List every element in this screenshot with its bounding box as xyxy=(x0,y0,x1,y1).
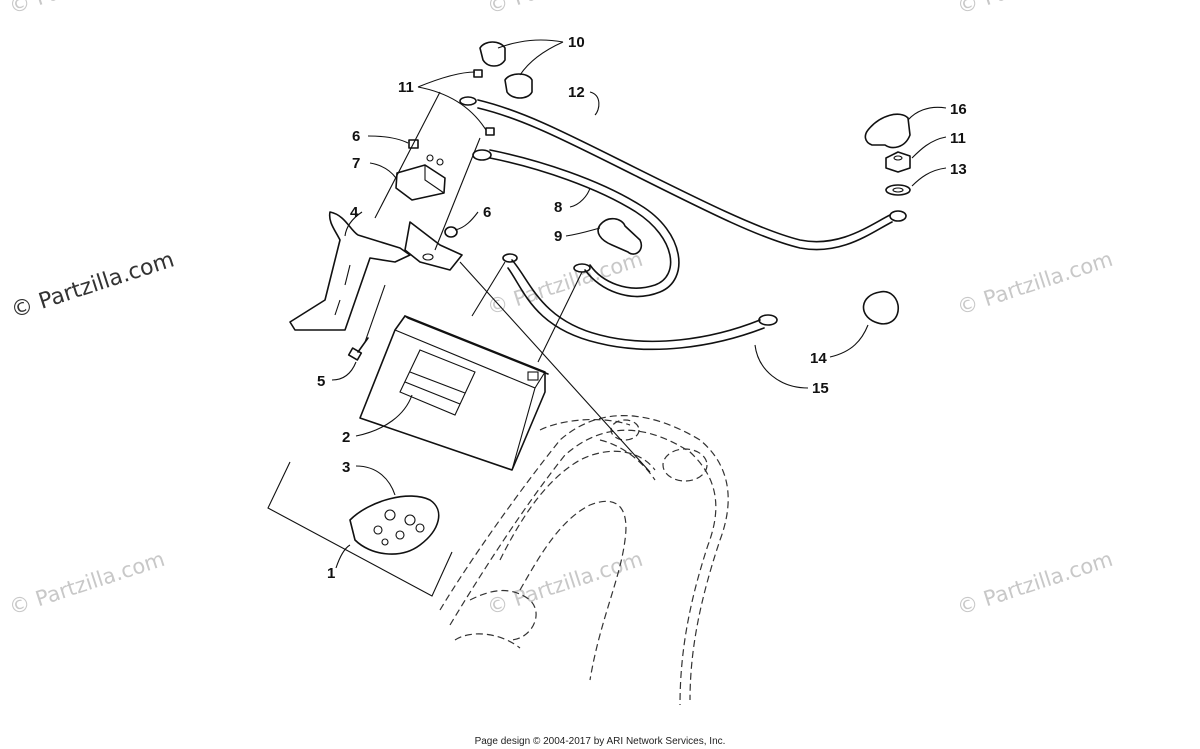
kit-bracket-lines xyxy=(267,461,453,597)
callout-15: 15 xyxy=(812,380,829,397)
vehicle-body-outline xyxy=(439,415,729,706)
part-6-nut-right xyxy=(444,226,458,238)
watermark: © Partzilla.com xyxy=(484,0,646,19)
part-16-terminal-boot xyxy=(864,113,911,149)
callout-2: 2 xyxy=(342,429,350,446)
callout-12: 12 xyxy=(568,84,585,101)
leader-lines xyxy=(331,39,947,569)
callout-16: 16 xyxy=(950,101,967,118)
callouts: 10 11 12 6 7 4 6 8 9 16 11 13 14 15 5 2 … xyxy=(317,34,967,582)
part-3-hardware-kit xyxy=(349,495,440,555)
callout-10: 10 xyxy=(568,34,585,51)
callout-4: 4 xyxy=(350,204,359,221)
part-7-relay-solenoid xyxy=(395,154,446,201)
part-6-nut-left xyxy=(408,139,419,149)
part-2-battery xyxy=(359,315,549,471)
part-9-terminal-boot xyxy=(597,217,643,255)
callout-13: 13 xyxy=(950,161,967,178)
watermark: © Partzilla.com xyxy=(954,247,1116,320)
watermark: © Partzilla.com xyxy=(954,547,1116,620)
watermark: © Partzilla.com xyxy=(6,0,168,19)
part-10-terminal-boots xyxy=(479,41,533,99)
callout-1: 1 xyxy=(327,565,335,582)
callout-6-right: 6 xyxy=(483,204,491,221)
part-15-cable xyxy=(502,253,778,351)
part-8-cable xyxy=(472,149,680,298)
watermark: © Partzilla.com xyxy=(6,547,168,620)
part-13-lock-washer xyxy=(885,184,911,196)
callout-14: 14 xyxy=(810,350,827,367)
watermark: © Partzilla.com xyxy=(484,547,646,620)
callout-9: 9 xyxy=(554,228,562,245)
part-4-battery-bracket xyxy=(289,211,463,331)
callout-11-right: 11 xyxy=(950,130,966,147)
callout-6: 6 xyxy=(352,128,360,145)
watermark-main: © Partzilla.com xyxy=(8,247,177,323)
callout-7: 7 xyxy=(352,155,360,172)
part-11-nut-right xyxy=(885,151,911,173)
callout-3: 3 xyxy=(342,459,350,476)
watermark: © Partzilla.com xyxy=(954,0,1116,19)
part-5-bolt xyxy=(347,337,369,361)
part-12-cable xyxy=(459,96,907,251)
part-11-nuts xyxy=(473,69,495,136)
footer-copyright: Page design © 2004-2017 by ARI Network S… xyxy=(475,736,726,747)
watermarks: © Partzilla.com © Partzilla.com © Partzi… xyxy=(6,0,1116,620)
callout-11: 11 xyxy=(398,79,414,96)
callout-5: 5 xyxy=(317,373,325,390)
callout-8: 8 xyxy=(554,199,562,216)
part-14-clamp xyxy=(862,290,900,325)
watermark: © Partzilla.com xyxy=(484,247,646,320)
